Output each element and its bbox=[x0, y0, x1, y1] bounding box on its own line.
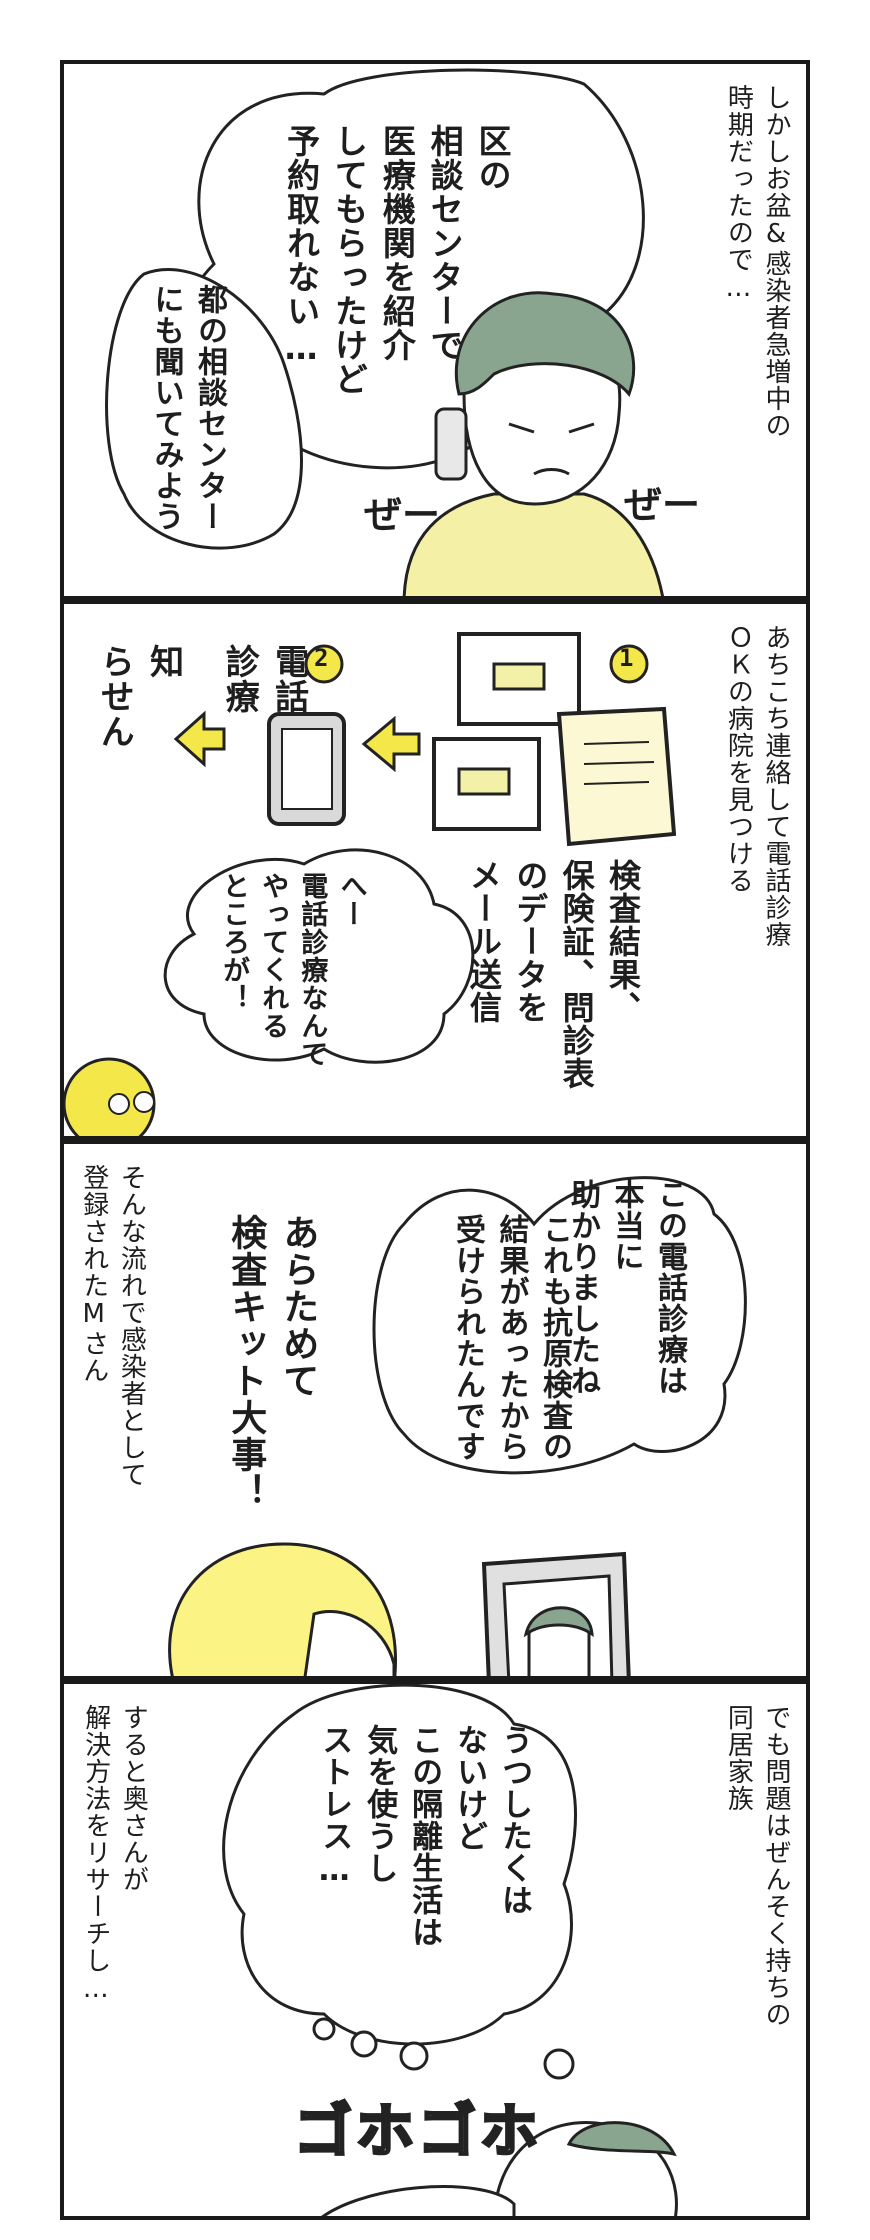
narration-right: でも問題はぜんそく持ちの 同居家族 bbox=[723, 1704, 791, 2028]
panel-4: でも問題はぜんそく持ちの 同居家族 すると奥さんが 解決方法をリサーチし… うつ… bbox=[60, 1680, 810, 2220]
unknown-label: 知 らせん bbox=[94, 644, 184, 749]
sfx-right: ぜー bbox=[624, 483, 701, 527]
panel-2-art bbox=[64, 632, 677, 1136]
cough-sfx: ゴホゴホ bbox=[292, 2096, 543, 2167]
narration-left: すると奥さんが 解決方法をリサーチし… bbox=[80, 1704, 149, 2005]
speech-bubble-sub: 都の相談センター にも聞いてみよう bbox=[148, 284, 228, 532]
narration: そんな流れで感染者として 登録されたMさん bbox=[78, 1164, 147, 1488]
narration: しかしお盆&感染者急増中の 時期だったので… bbox=[723, 84, 791, 439]
panel-2: あちこち連絡して電話診療 ＯＫの病院を見つける 1 2 電話 診療 知 らせん … bbox=[60, 600, 810, 1140]
panel-3: そんな流れで感染者として 登録されたMさん この電話診療は 本当に 助かりました… bbox=[60, 1140, 810, 1680]
handwritten-note: あらためて 検査キット大事！ bbox=[225, 1214, 319, 1510]
panel-1: しかしお盆&感染者急増中の 時期だったので… 区の 相談センターで 医療機関を紹… bbox=[60, 60, 810, 600]
phone-consult-label: 電話 診療 bbox=[219, 644, 309, 714]
sfx-left: ぜー bbox=[364, 493, 441, 537]
speech-bubble-doctor-2: これも抗原検査の 結果があったから 受けられたんです bbox=[450, 1214, 572, 1462]
speech-bubble-main: 区の 相談センターで 医療機関を紹介 してもらったけど 予約取れない… bbox=[281, 124, 512, 396]
speech-bubble: うつしたくは ないけど この隔離生活は 気を使うし ストレス… bbox=[316, 1724, 532, 1948]
handwritten-note: 検査結果、 保険証、問診表 のデータを メール送信 bbox=[464, 859, 642, 1090]
speech-bubble: へー 電話診療なんて やってくれる ところが！ bbox=[218, 872, 367, 1068]
panel-4-art bbox=[222, 1684, 678, 2216]
narration: あちこち連絡して電話診療 ＯＫの病院を見つける bbox=[723, 624, 791, 948]
step-2-number: 2 bbox=[314, 644, 329, 672]
panel-3-art bbox=[168, 1176, 747, 1676]
panel-1-art bbox=[105, 68, 664, 596]
step-1-number: 1 bbox=[619, 644, 634, 672]
speech-bubble-doctor: この電話診療は 本当に 助かりましたね bbox=[565, 1179, 687, 1396]
